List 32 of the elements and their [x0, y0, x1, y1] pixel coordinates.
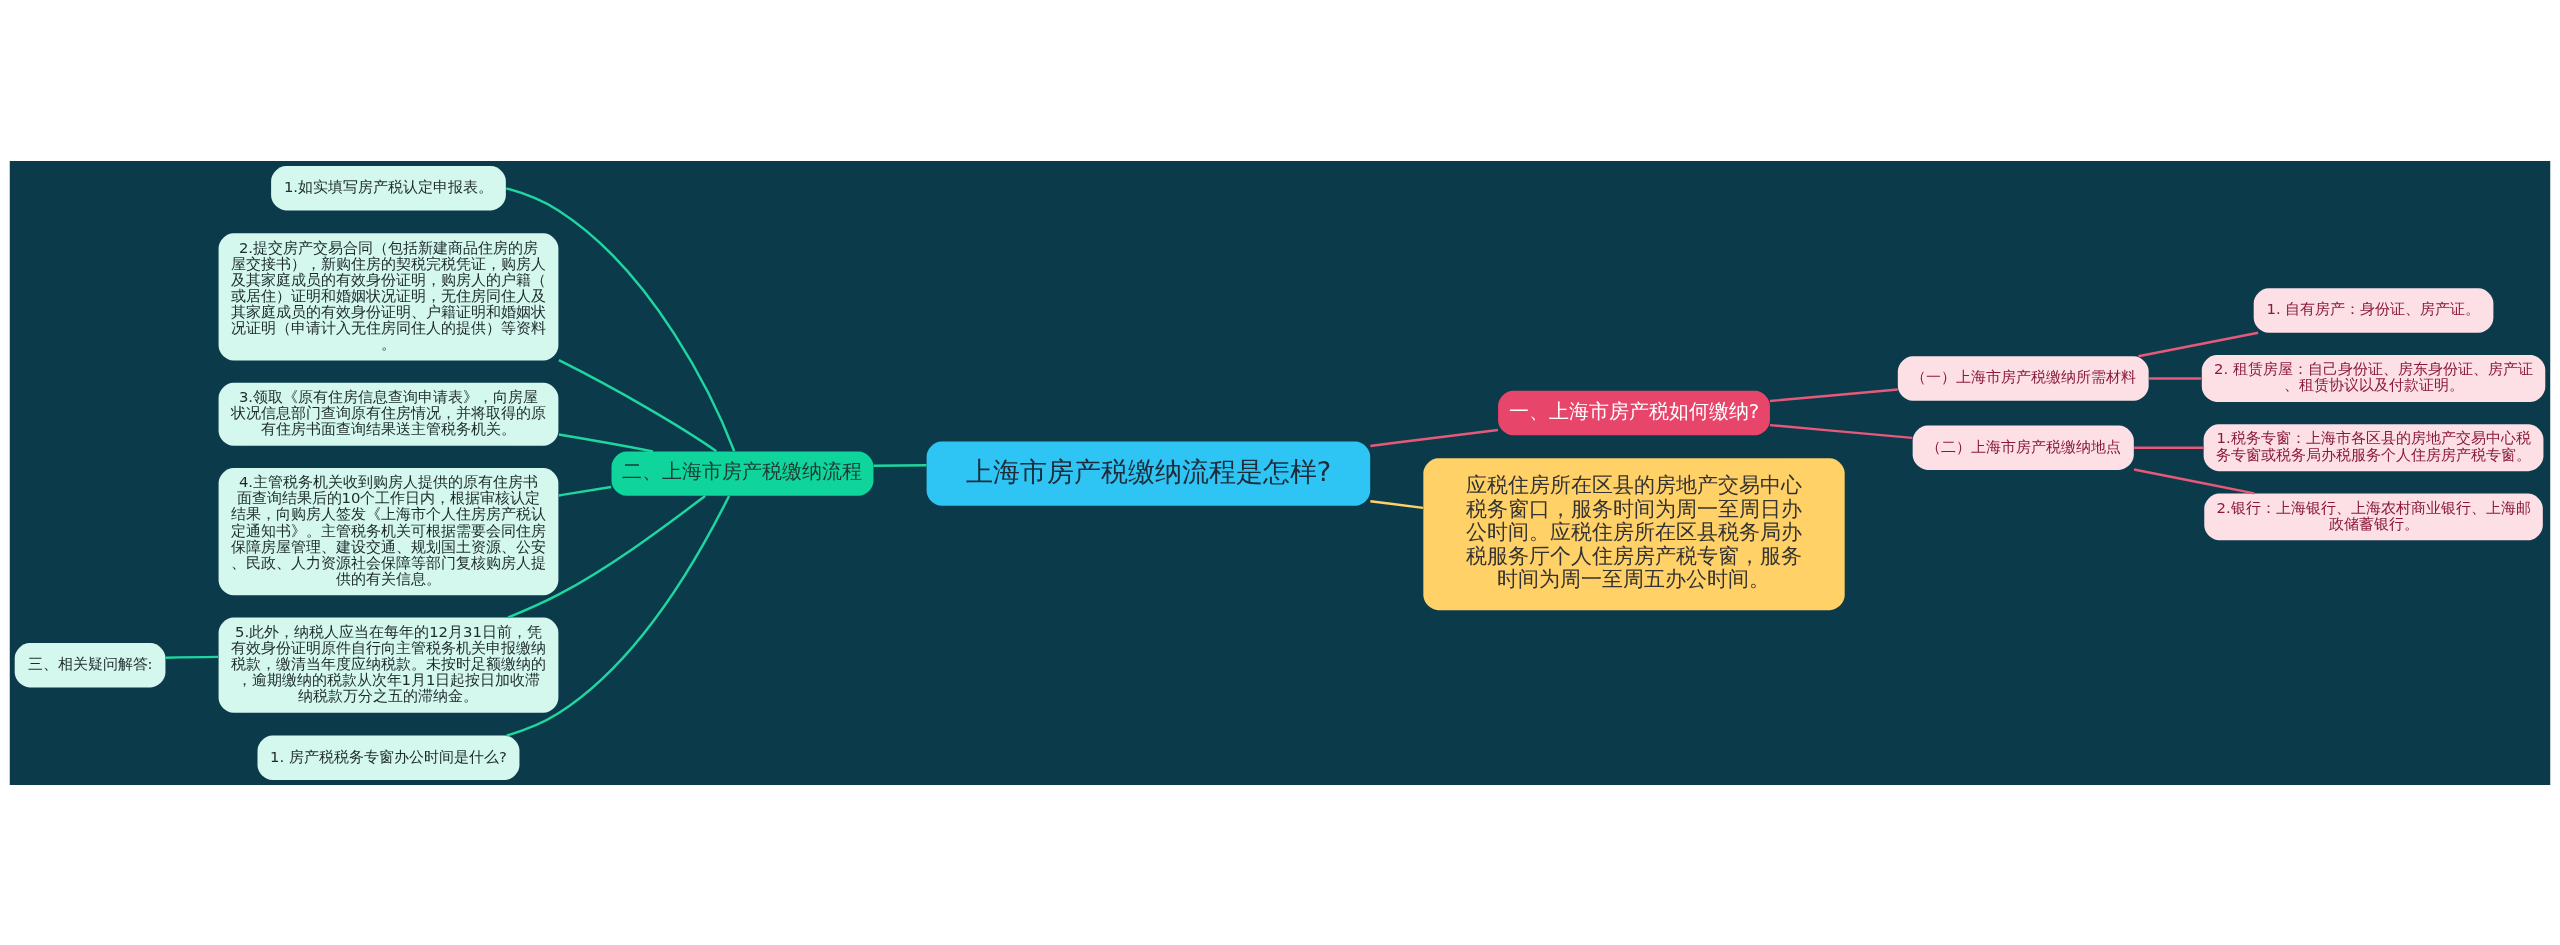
connector — [873, 463, 927, 467]
node-box: 5.此外，纳税人应当在每年的12月31日前，凭有效身份证明原件自行向主管税务机关申报缴纳税款，缴清当年度应纳税款。未按时足额缴纳的，逾期缴纳的税款从次年1月1日起按日加收滞纳税款万分之五的滞纳金。 — [218, 617, 559, 713]
connector — [558, 358, 717, 452]
connector — [2149, 376, 2202, 380]
node-box: 3.领取《原有住房信息查询申请表》，向房屋状况信息部门查询原有住房情况，并将取得的原有住房书面查询结果送主管税务机关。 — [218, 382, 559, 446]
connector — [2138, 331, 2259, 357]
connector — [558, 485, 612, 497]
connector — [506, 494, 731, 737]
node-box: 2.银行：上海银行、上海农村商业银行、上海邮政储蓄银行。 — [2204, 492, 2543, 540]
connector — [1769, 423, 1913, 439]
connector — [2134, 445, 2204, 449]
connector — [505, 186, 736, 452]
connector — [165, 655, 219, 659]
connector — [558, 432, 654, 453]
node-box: 2.提交房产交易合同（包括新建商品住房的房屋交接书），新购住房的契税完税凭证，购房人及其家庭成员的有效身份证明，购房人的户籍（或居住）证明和婚姻状况证明，无住房同住人及其家庭成员的有效身份证明、户籍证明和婚姻状况证明（申请计入无住房同住人的提供）等资料。 — [218, 232, 559, 361]
connector — [1370, 499, 1424, 509]
connector — [1769, 387, 1898, 402]
node-box: 二、上海市房产税缴纳流程 — [611, 450, 874, 496]
node-box: 1. 自有房产：身份证、房产证。 — [2253, 287, 2494, 333]
connector — [2133, 467, 2255, 495]
node-box: 应税住房所在区县的房地产交易中心税务窗口，服务时间为周一至周日办公时间。应税住房所在区县税务局办税服务厅个人住房房产税专窗，服务时间为周一至周五办公时间。 — [1423, 457, 1845, 610]
node-box: 1. 房产税税务专窗办公时间是什么? — [257, 735, 520, 780]
connector — [1370, 428, 1499, 447]
node-box: 三、相关疑问解答: — [14, 642, 166, 687]
node-box: 1.税务专窗：上海市各区县的房地产交易中心税务专窗或税务局办税服务个人住房房产税专窗。 — [2203, 423, 2544, 471]
node-box: 4.主管税务机关收到购房人提供的原有住房书面查询结果后的10个工作日内，根据审核认定结果，向购房人签发《上海市个人住房房产税认定通知书》。主管税务机关可根据需要会同住房保障房屋管理、建设交通、规划国土资源、公安、民政、人力资源社会保障等部门复核购房人提供的有关信息。 — [218, 467, 559, 595]
node-box: 上海市房产税缴纳流程是怎样? — [926, 441, 1371, 506]
node-box: （一）上海市房产税缴纳所需材料 — [1897, 355, 2149, 401]
node-box: 1.如实填写房产税认定申报表。 — [271, 165, 506, 210]
node-box: 2. 租赁房屋：自己身份证、房东身份证、房产证、租赁协议以及付款证明。 — [2201, 354, 2546, 402]
node-box: （二）上海市房产税缴纳地点 — [1912, 424, 2134, 470]
node-box: 一、上海市房产税如何缴纳? — [1498, 390, 1770, 435]
